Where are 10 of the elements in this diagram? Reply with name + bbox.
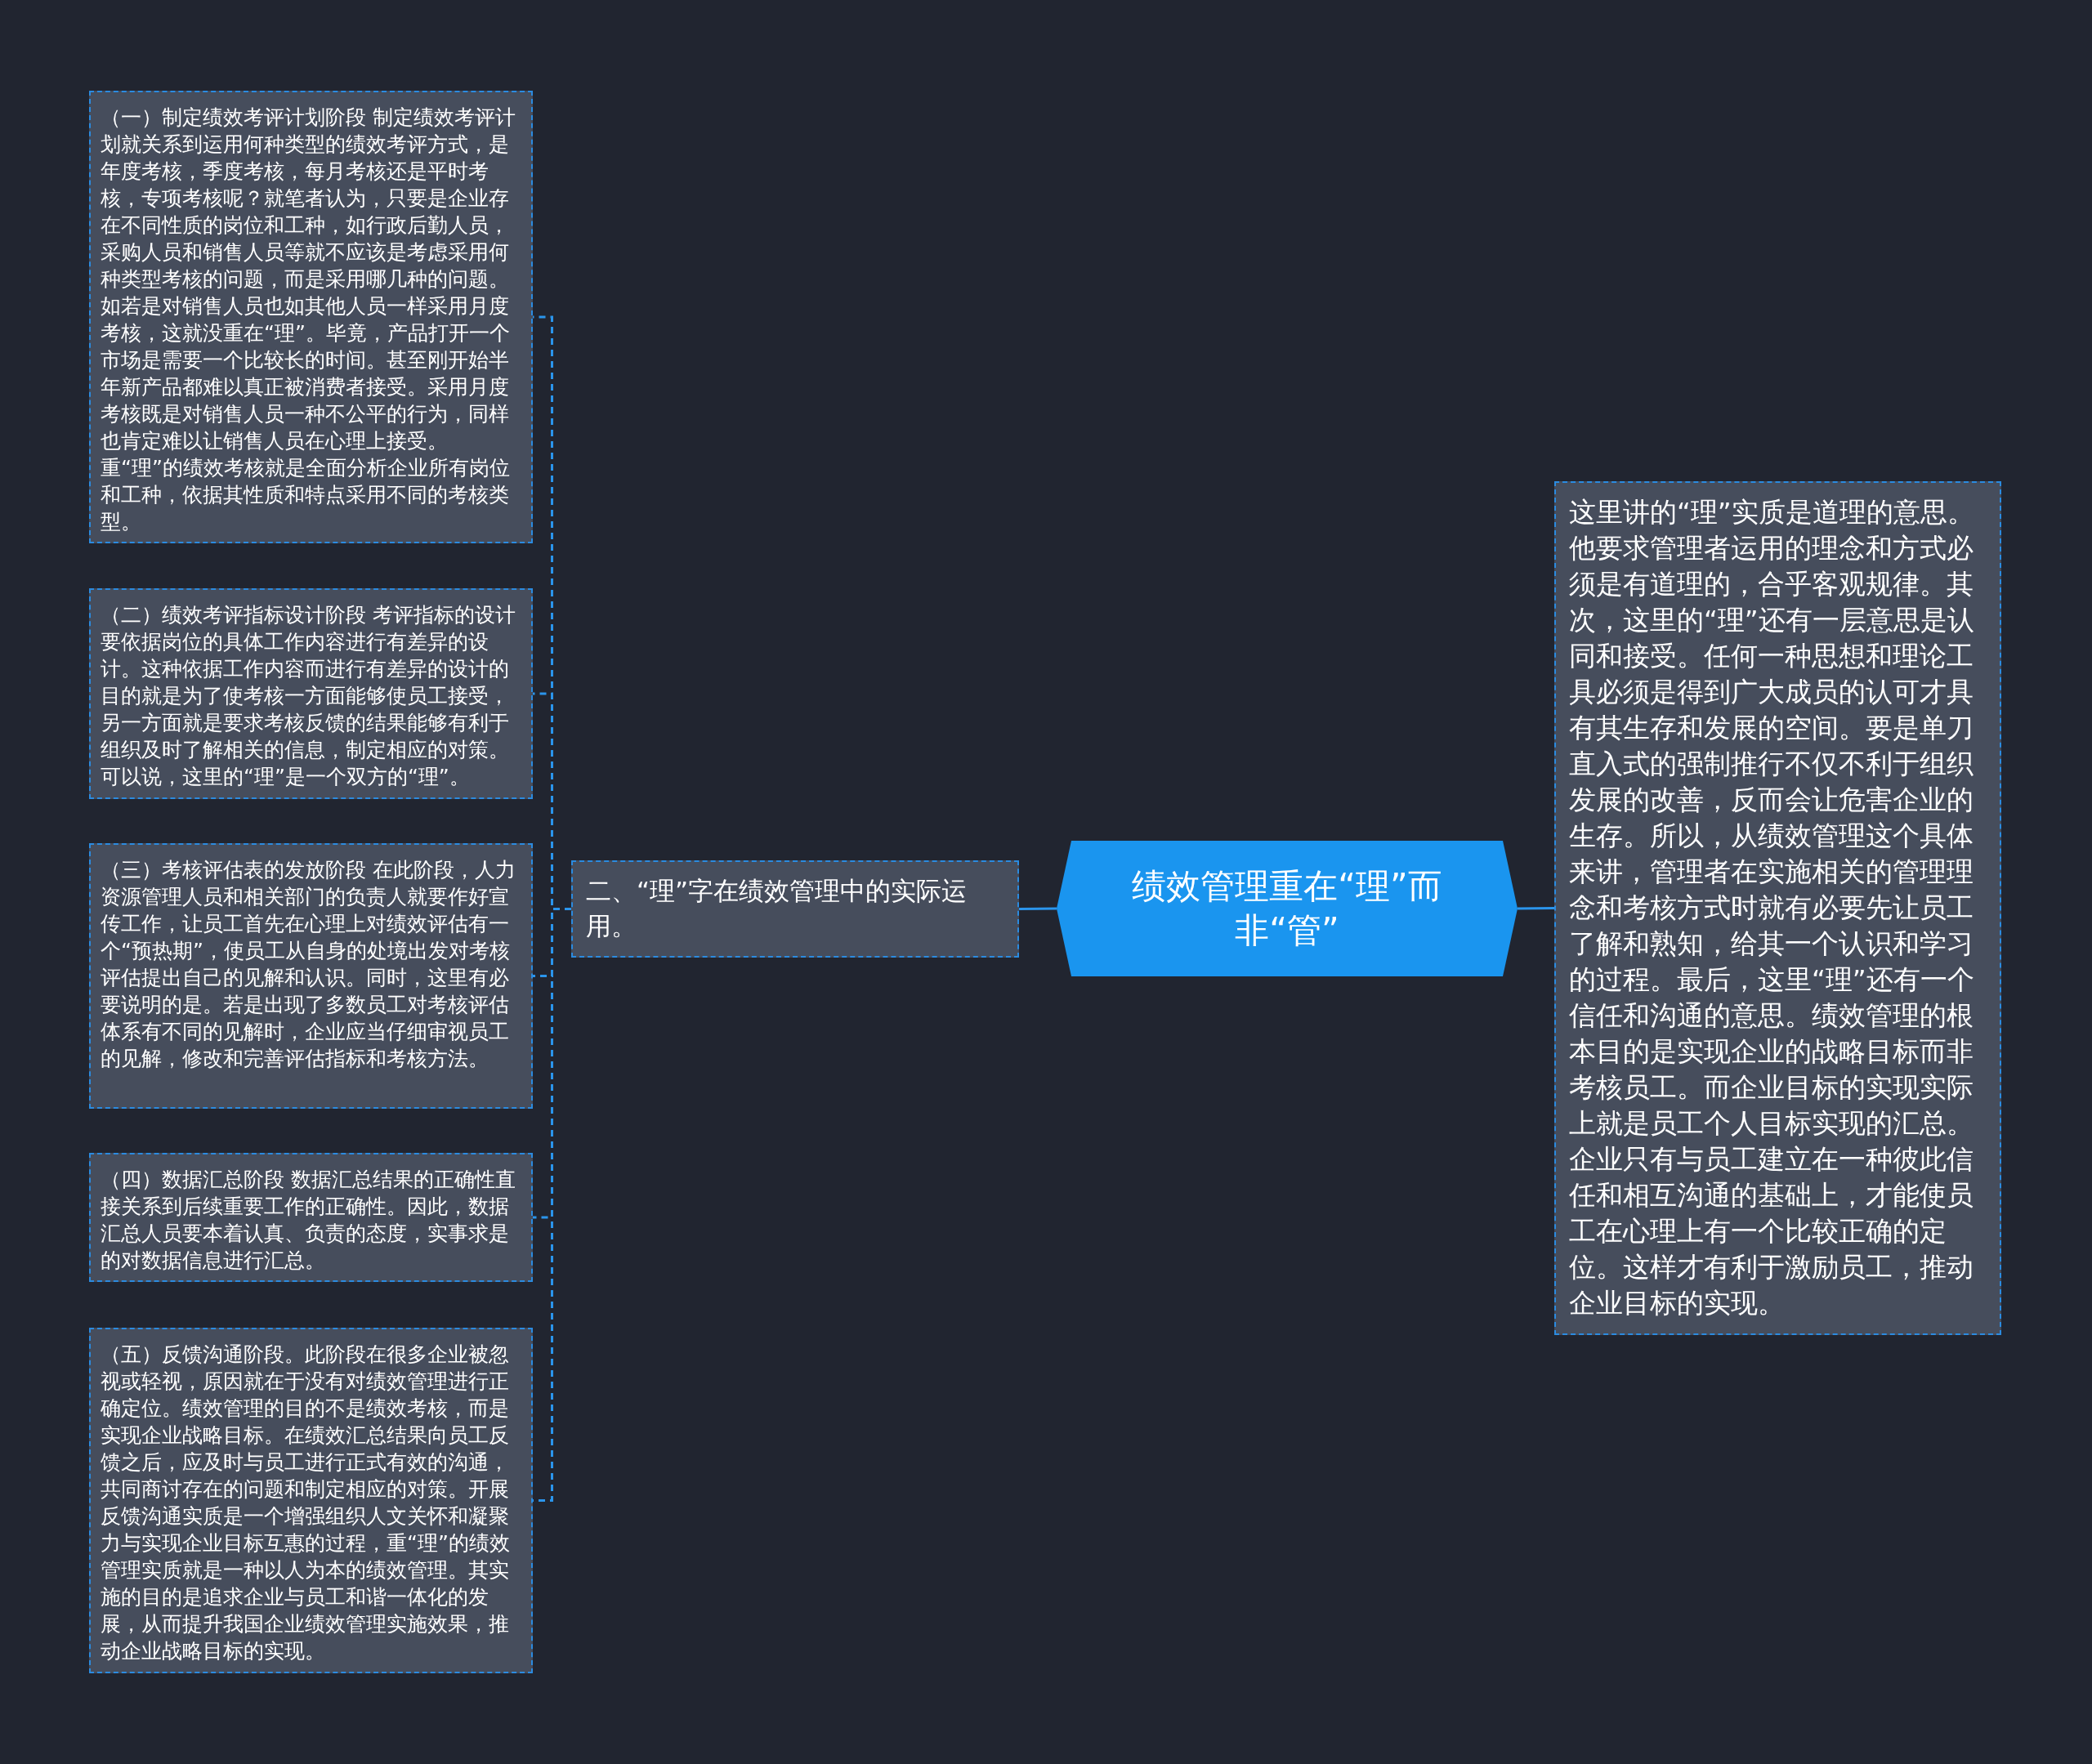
text-box: （二）绩效考评指标设计阶段 考评指标的设计要依据岗位的具体工作内容进行有差异的设计。这种依据工作内容而进行有差异的设计的目的就是为了使考核一方面能够使员工接受，另一方面就是要求考核反馈的结果能够有利于组织及时了解相关的信息，制定相应的对策。可以说，这里的“理”是一个双方的“理”。 bbox=[89, 588, 533, 799]
text-box: （三）考核评估表的发放阶段 在此阶段，人力资源管理人员和相关部门的负责人就要作好宣传工作，让员工首先在心理上对绩效评估有一个“预热期”，使员工从自身的处境出发对考核评估提出自己的见解和认识。同时，这里有必要说明的是。若是出现了多数员工对考核评估体系有不同的见解时，企业应当仔细审视员工的见解，修改和完善评估指标和考核方法。 bbox=[89, 843, 533, 1109]
topic-hexagon: 绩效管理重在“理”而非“管” bbox=[1057, 841, 1518, 976]
connector-line bbox=[1518, 907, 1554, 910]
text-box: （一）制定绩效考评计划阶段 制定绩效考评计划就关系到运用何种类型的绩效考评方式，是年度考核，季度考核，每月考核还是平时考核，专项考核呢？就笔者认为，只要是企业存在不同性质的岗位和工种，如行政后勤人员，采购人员和销售人员等就不应该是考虑采用何种类型考核的问题，而是采用哪几种的问题。如若是对销售人员也如其他人员一样采用月度考核，这就没重在“理”。毕竟，产品打开一个市场是需要一个比较长的时间。甚至刚开始半年新产品都难以真正被消费者接受。采用月度考核既是对销售人员一种不公平的行为，同样也肯定难以让销售人员在心理上接受。重“理”的绩效考核就是全面分析企业所有岗位和工种，依据其性质和特点采用不同的考核类型。 bbox=[89, 91, 533, 543]
text-box: （五）反馈沟通阶段。此阶段在很多企业被忽视或轻视，原因就在于没有对绩效管理进行正确定位。绩效管理的目的不是绩效考核，而是实现企业战略目标。在绩效汇总结果向员工反馈之后，应及时与员工进行正式有效的沟通，共同商讨存在的问题和制定相应的对策。开展反馈沟通实质是一个增强组织人文关怀和凝聚力与实现企业目标互惠的过程，重“理”的绩效管理实质就是一种以人为本的绩效管理。其实施的目的是追求企业与员工和谐一体化的发展，从而提升我国企业绩效管理实施效果，推动企业战略目标的实现。 bbox=[89, 1328, 533, 1673]
text-box: （四）数据汇总阶段 数据汇总结果的正确性直接关系到后续重要工作的正确性。因此，数据汇总人员要本着认真、负责的态度，实事求是的对数据信息进行汇总。 bbox=[89, 1153, 533, 1282]
text-box: 这里讲的“理”实质是道理的意思。他要求管理者运用的理念和方式必须是有道理的，合乎客观规律。其次，这里的“理”还有一层意思是认同和接受。任何一种思想和理论工具必须是得到广大成员的认可才具有其生存和发展的空间。要是单刀直入式的强制推行不仅不利于组织发展的改善，反而会让危害企业的生存。所以，从绩效管理这个具体来讲，管理者在实施相关的管理理念和考核方式时就有必要先让员工了解和熟知，给其一个认识和学习的过程。最后，这里“理”还有一个信任和沟通的意思。绩效管理的根本目的是实现企业的战略目标而非考核员工。而企业目标的实现实际上就是员工个人目标实现的汇总。企业只有与员工建立在一种彼此信任和相互沟通的基础上，才能使员工在心理上有一个比较正确的定位。这样才有利于激励员工，推动企业目标的实现。 bbox=[1554, 481, 2001, 1335]
text-box: 二、“理”字在绩效管理中的实际运用。 bbox=[571, 860, 1019, 958]
connector-line bbox=[1019, 907, 1057, 910]
